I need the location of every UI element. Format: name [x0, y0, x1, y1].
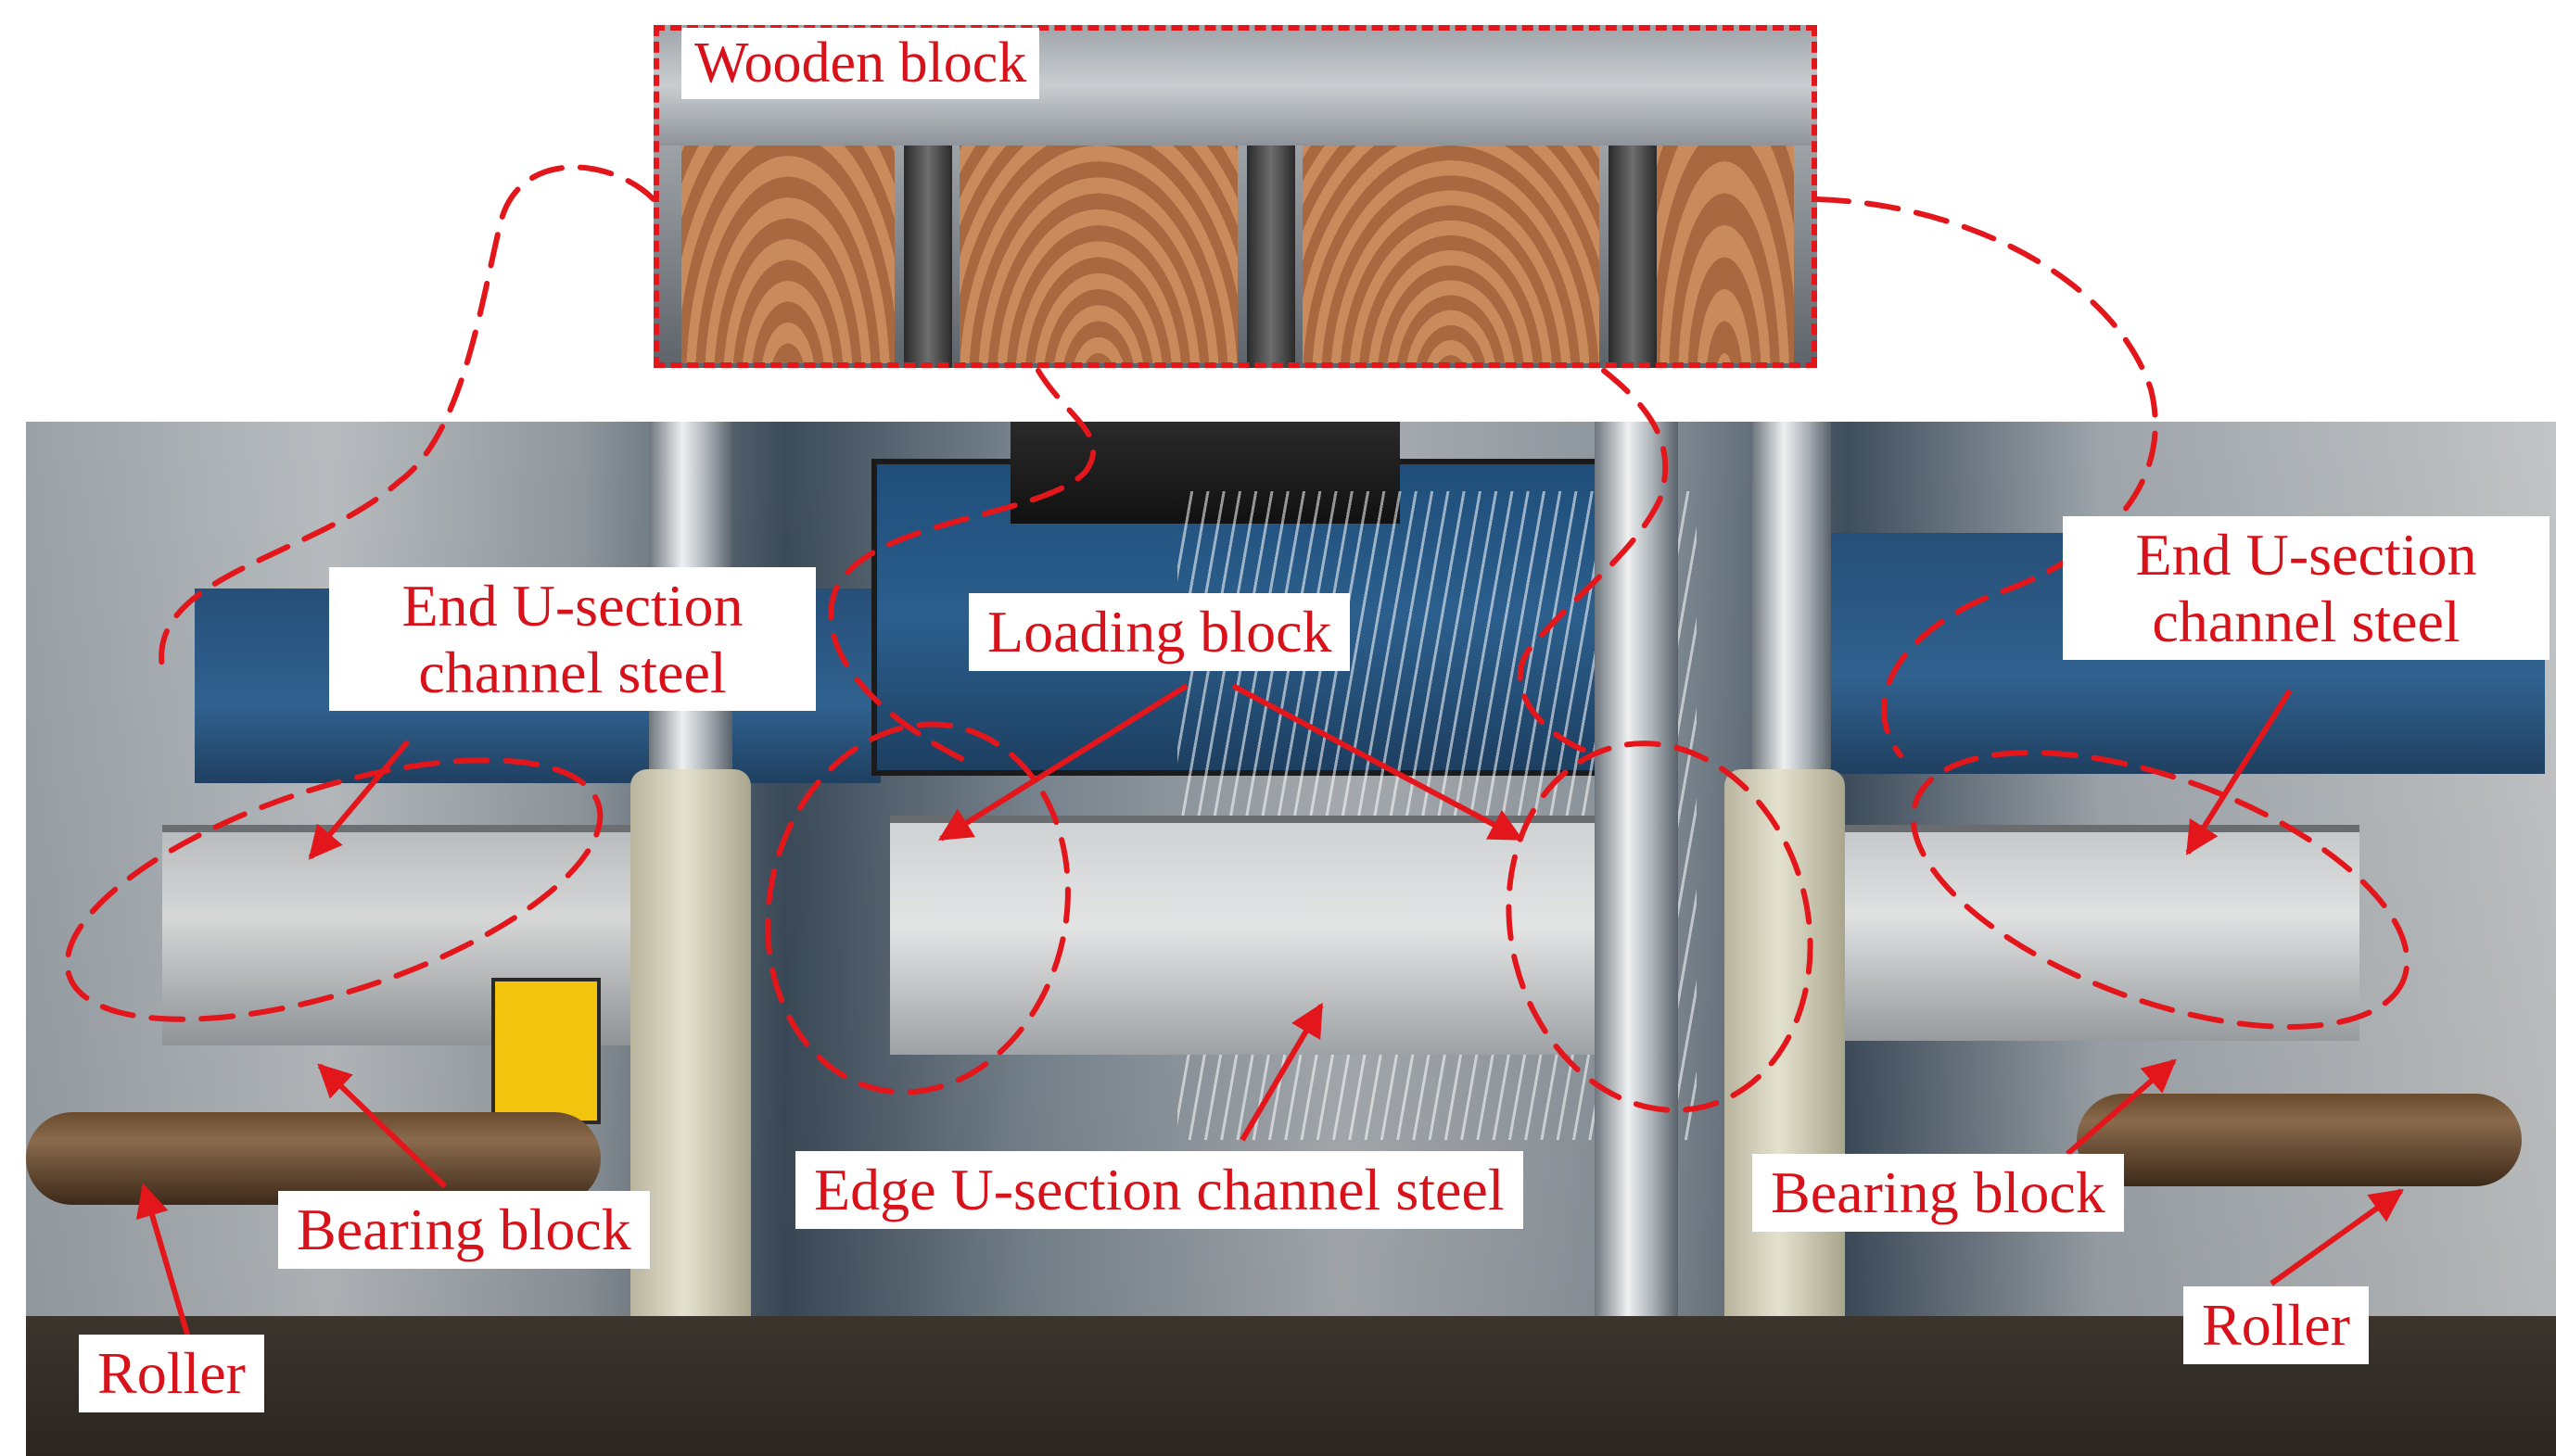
loading-block-label: Loading block — [969, 593, 1351, 671]
wooden-block-3 — [1303, 146, 1599, 363]
end-u-section-label-right-line1: End U-section — [2135, 522, 2477, 588]
arrow-bearing-left — [317, 1063, 448, 1189]
callout-dashed-right — [1814, 196, 2158, 758]
specimen-right-end — [1840, 825, 2359, 1041]
steel-web-2 — [1247, 146, 1295, 368]
steel-web-3 — [1609, 146, 1657, 368]
roller-left — [26, 1112, 601, 1205]
highlight-left-end-channel — [64, 757, 604, 1022]
arrow-edge-u — [1240, 1002, 1324, 1142]
arrow-bearing-right — [2066, 1058, 2177, 1157]
arrow-roller-right — [2270, 1188, 2404, 1286]
highlight-loading-left — [765, 721, 1071, 1095]
arrow-end-u-right — [2185, 689, 2293, 856]
wooden-block-4 — [1655, 146, 1794, 363]
inset-dashed-border — [654, 25, 1817, 368]
wooden-block-2 — [960, 146, 1238, 363]
bearing-block-label-right: Bearing block — [1752, 1154, 2124, 1232]
roller-right — [2077, 1094, 2522, 1186]
callout-dashed-inner-right — [1517, 368, 1669, 753]
end-u-section-label-right-line2: channel steel — [2152, 588, 2461, 654]
arrow-loading-right — [1231, 683, 1524, 842]
arrow-loading-left — [937, 683, 1189, 842]
roller-label-left: Roller — [79, 1335, 264, 1412]
bearing-block-label-left: Bearing block — [278, 1191, 650, 1269]
edge-u-section-label: Edge U-section channel steel — [795, 1151, 1523, 1229]
callout-dashed-left — [159, 164, 656, 670]
emergency-stop-button — [491, 978, 601, 1124]
steel-web-1 — [904, 146, 952, 368]
end-u-section-label-right: End U-section channel steel — [2063, 516, 2550, 661]
machine-column-center — [1595, 422, 1678, 1456]
arrow-end-u-left — [308, 740, 411, 860]
end-u-section-label-left-line2: channel steel — [418, 639, 727, 705]
arrow-roller-left — [135, 1183, 193, 1345]
callout-dashed-inner-left — [828, 368, 1097, 763]
highlight-right-end-channel — [1910, 750, 2410, 1030]
end-u-section-label-left: End U-section channel steel — [329, 567, 816, 712]
machine-base — [26, 1316, 2556, 1456]
wooden-block-1 — [681, 146, 895, 363]
roller-label-right: Roller — [2183, 1286, 2369, 1364]
end-u-section-label-left-line1: End U-section — [401, 573, 744, 639]
wooden-block-label: Wooden block — [681, 28, 1040, 100]
highlight-loading-right — [1506, 741, 1813, 1113]
